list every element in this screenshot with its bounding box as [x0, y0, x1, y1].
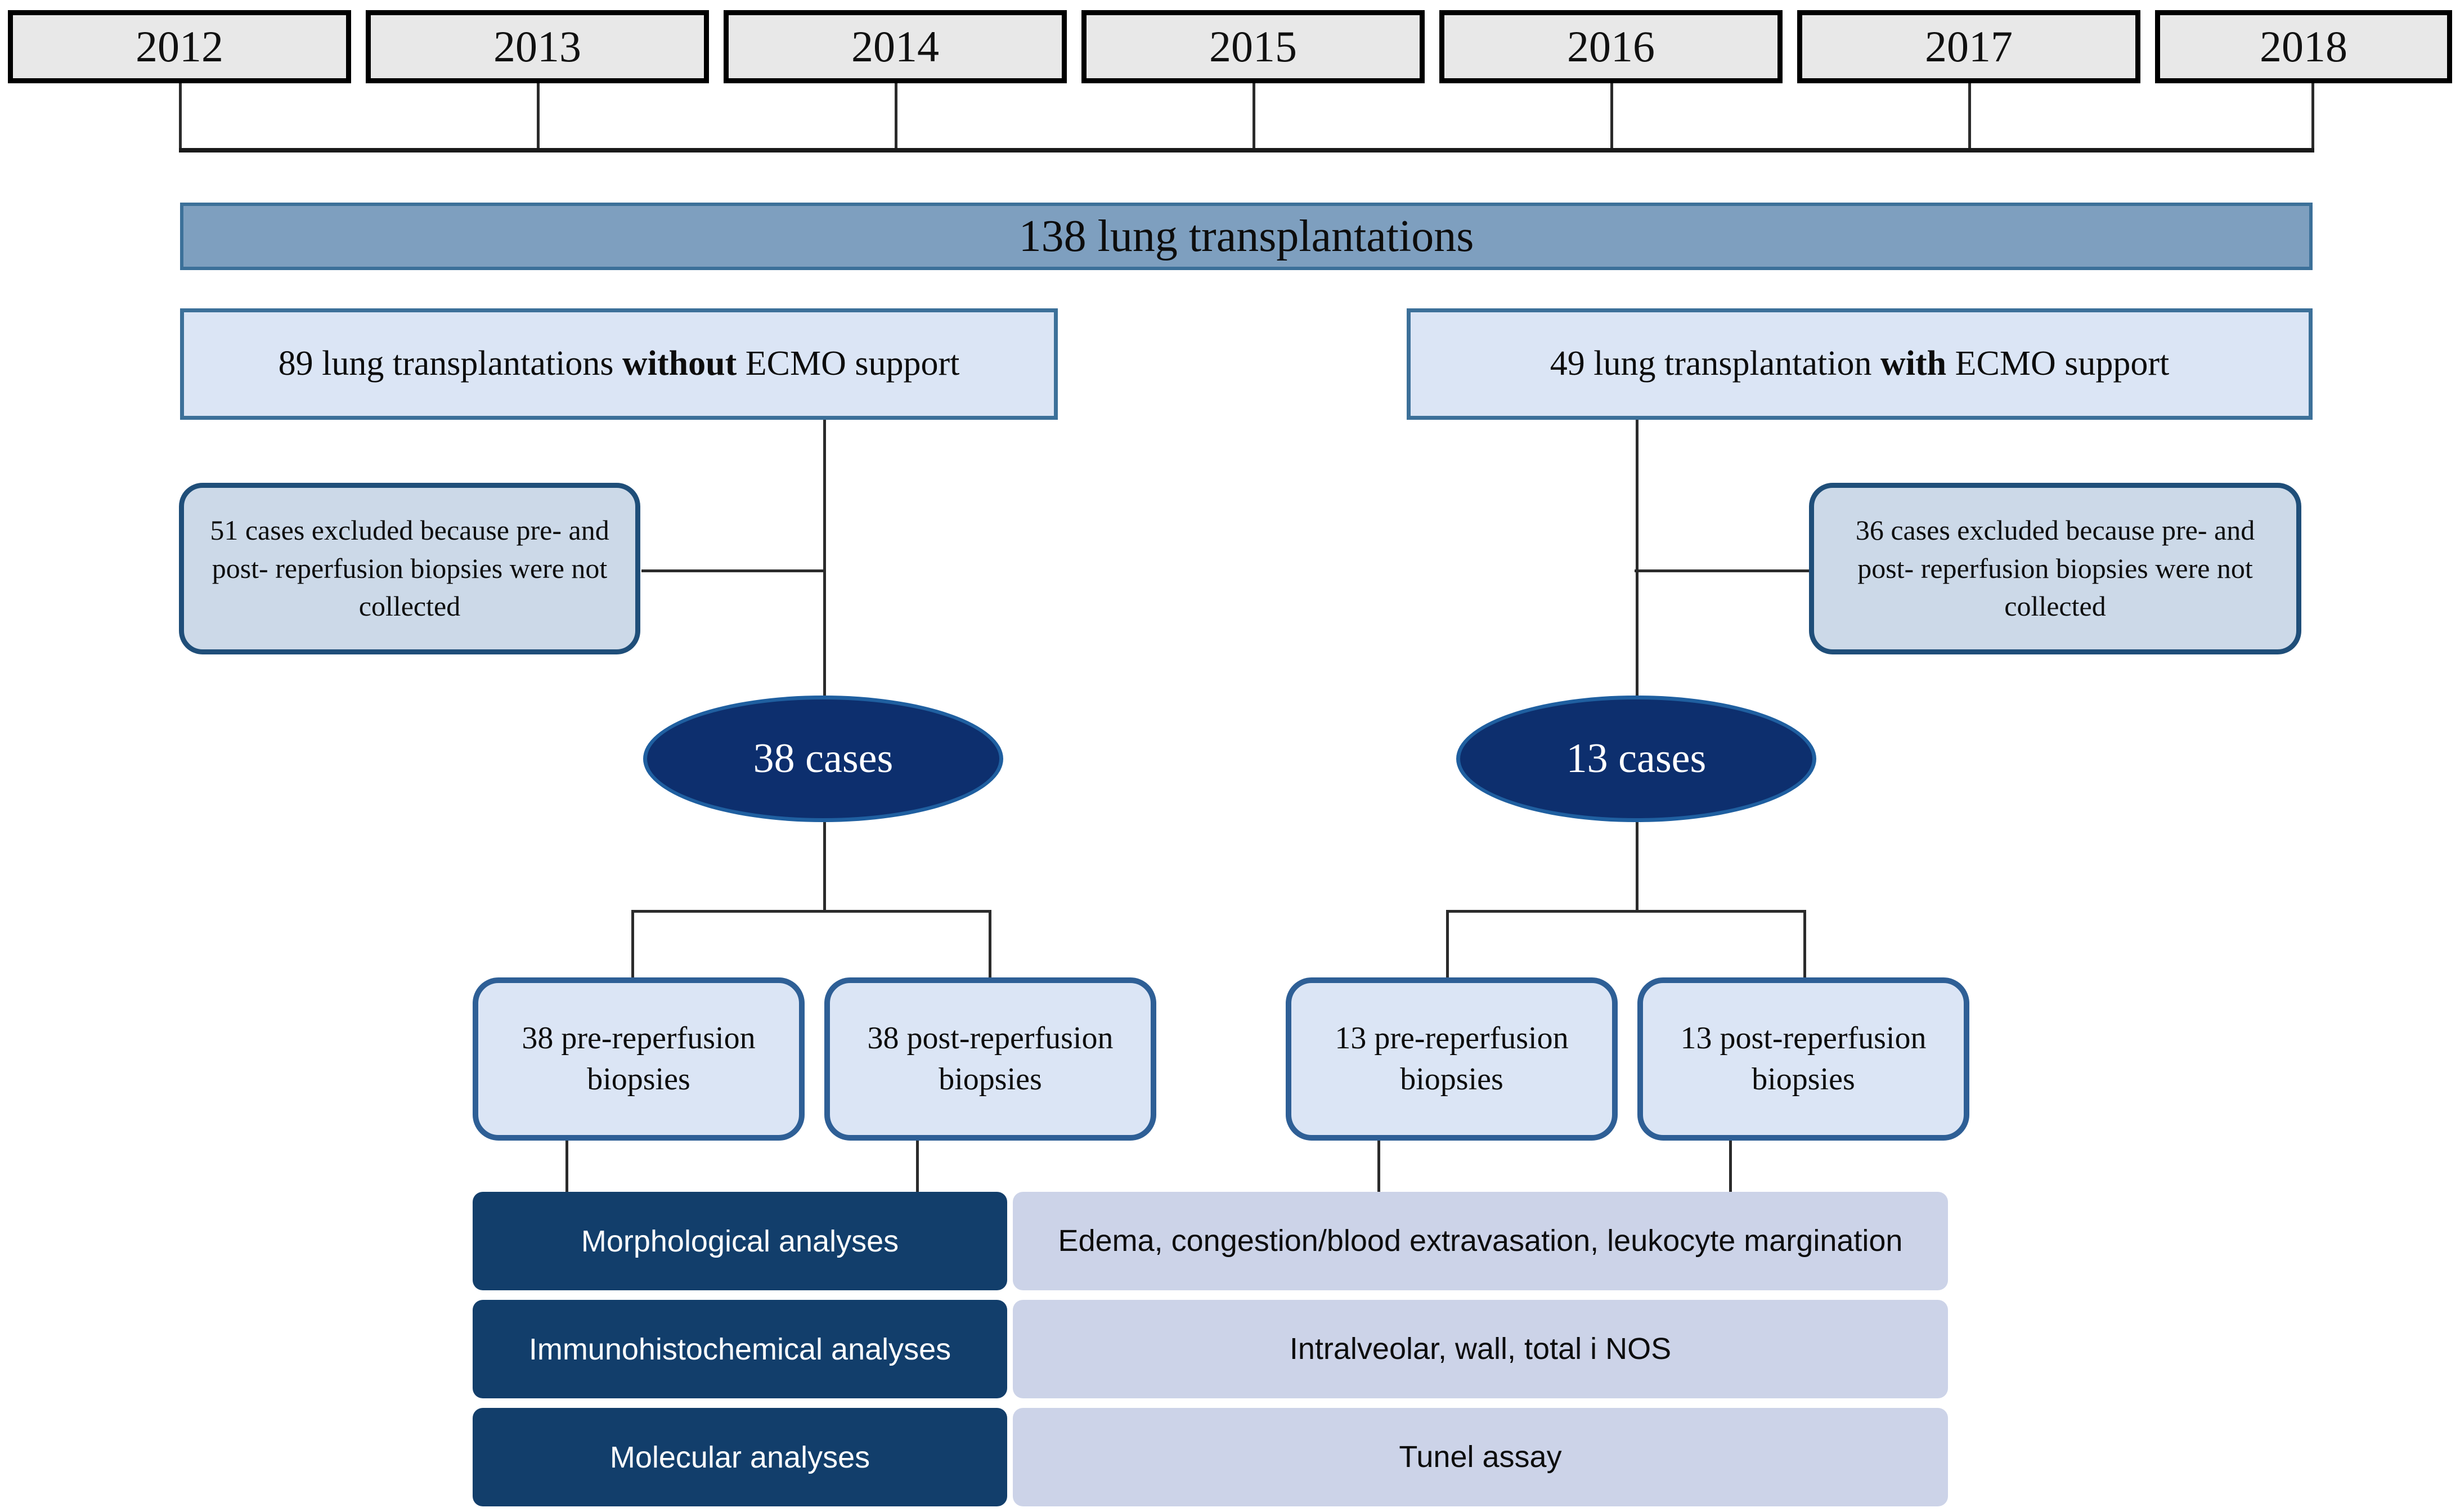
biopsy-label: 13 post-reperfusion biopsies [1680, 1021, 1927, 1097]
year-label: 2012 [136, 22, 223, 71]
fork-right-bar [1446, 910, 1806, 913]
year-label: 2013 [493, 22, 581, 71]
timeline-drop-2013 [537, 83, 540, 150]
excluded-box-without-ecmo: 51 cases excluded because pre- and post-… [179, 483, 640, 654]
connector-left-exclusion [641, 569, 825, 572]
group-box-without-ecmo: 89 lung transplantations without ECMO su… [180, 308, 1058, 420]
year-box-2015: 2015 [1081, 10, 1425, 83]
year-box-2014: 2014 [724, 10, 1067, 83]
fork-right-stem [1636, 822, 1638, 912]
biopsy-label: 38 post-reperfusion biopsies [867, 1021, 1114, 1097]
timeline-drop-2016 [1610, 83, 1613, 150]
cases-label: 13 cases [1566, 735, 1707, 782]
cases-ellipse-without-ecmo: 38 cases [643, 696, 1003, 822]
excluded-label: 51 cases excluded because pre- and post-… [210, 514, 609, 622]
fork-right-drop-pre [1446, 910, 1449, 977]
timeline-drop-2015 [1253, 83, 1255, 150]
fork-left-bar [631, 910, 991, 913]
cases-label: 38 cases [753, 735, 894, 782]
biopsy-box-post-with-ecmo: 13 post-reperfusion biopsies [1637, 977, 1969, 1141]
analysis-row-morphological: Morphological analyses Edema, congestion… [473, 1192, 1948, 1290]
analysis-table: Morphological analyses Edema, congestion… [473, 1192, 1948, 1507]
year-box-2012: 2012 [8, 10, 351, 83]
timeline-drop-2012 [179, 83, 182, 150]
analysis-label-morphological: Morphological analyses [473, 1192, 1007, 1290]
fork-left-drop-post [989, 910, 991, 977]
year-label: 2018 [2260, 22, 2347, 71]
group-label-without-ecmo: 89 lung transplantations without ECMO su… [278, 344, 960, 383]
total-label: 138 lung transplantations [1018, 211, 1474, 261]
analysis-detail-morphological: Edema, congestion/blood extravasation, l… [1013, 1192, 1948, 1290]
biopsy-box-pre-without-ecmo: 38 pre-reperfusion biopsies [473, 977, 805, 1141]
year-box-2013: 2013 [366, 10, 709, 83]
connector-left-trunk [823, 420, 826, 701]
biopsy-box-pre-with-ecmo: 13 pre-reperfusion biopsies [1286, 977, 1618, 1141]
analysis-label-immunohistochemical: Immunohistochemical analyses [473, 1300, 1007, 1398]
analysis-detail-molecular: Tunel assay [1013, 1408, 1948, 1506]
year-box-2016: 2016 [1439, 10, 1783, 83]
timeline-collector-bar [179, 148, 2314, 152]
group-box-with-ecmo: 49 lung transplantation with ECMO suppor… [1407, 308, 2313, 420]
fork-left-drop-pre [631, 910, 634, 977]
timeline-drop-2018 [2311, 83, 2314, 150]
year-label: 2017 [1925, 22, 2013, 71]
analysis-label-molecular: Molecular analyses [473, 1408, 1007, 1506]
connector-right-exclusion [1635, 569, 1809, 572]
fork-left-stem [823, 822, 826, 912]
excluded-label: 36 cases excluded because pre- and post-… [1855, 514, 2255, 622]
connector-right-trunk [1636, 420, 1638, 701]
year-label: 2014 [851, 22, 939, 71]
analysis-detail-immunohistochemical: Intralveolar, wall, total i NOS [1013, 1300, 1948, 1398]
timeline-drop-2017 [1968, 83, 1971, 150]
year-label: 2016 [1567, 22, 1655, 71]
timeline-drop-2014 [895, 83, 897, 150]
fork-right-drop-post [1803, 910, 1806, 977]
biopsy-label: 13 pre-reperfusion biopsies [1335, 1021, 1569, 1097]
year-label: 2015 [1209, 22, 1297, 71]
biopsy-drop-post-with [1729, 1141, 1732, 1205]
biopsy-drop-pre-with [1377, 1141, 1380, 1205]
total-transplantations-bar: 138 lung transplantations [180, 203, 2313, 270]
group-label-with-ecmo: 49 lung transplantation with ECMO suppor… [1550, 344, 2170, 383]
excluded-box-with-ecmo: 36 cases excluded because pre- and post-… [1809, 483, 2301, 654]
biopsy-drop-post-without [916, 1141, 919, 1205]
biopsy-label: 38 pre-reperfusion biopsies [522, 1021, 756, 1097]
year-box-2017: 2017 [1797, 10, 2140, 83]
year-box-2018: 2018 [2155, 10, 2452, 83]
analysis-row-immunohistochemical: Immunohistochemical analyses Intralveola… [473, 1300, 1948, 1398]
biopsy-drop-pre-without [565, 1141, 568, 1205]
cases-ellipse-with-ecmo: 13 cases [1456, 696, 1816, 822]
biopsy-box-post-without-ecmo: 38 post-reperfusion biopsies [824, 977, 1156, 1141]
analysis-row-molecular: Molecular analyses Tunel assay [473, 1408, 1948, 1506]
